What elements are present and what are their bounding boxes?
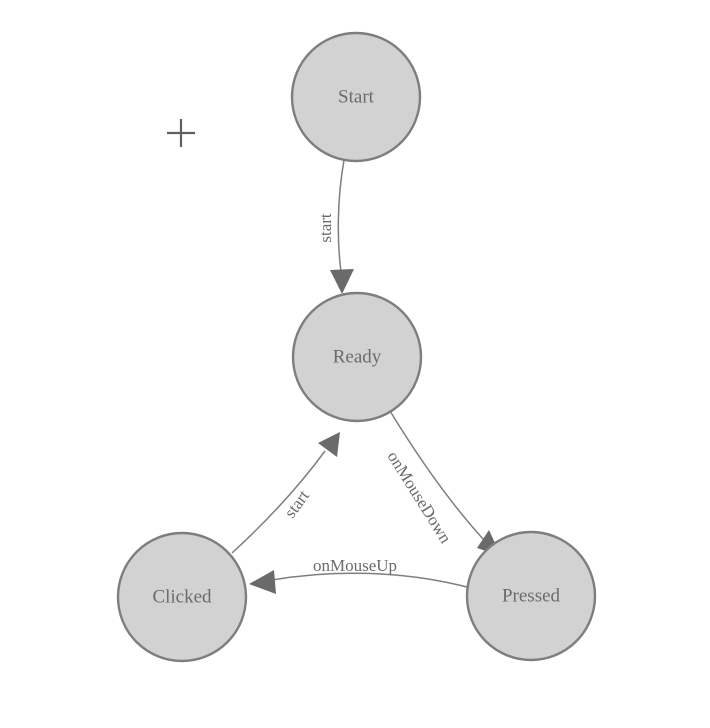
edge-label-clicked-to-ready: start (280, 486, 313, 521)
node-pressed-label: Pressed (502, 585, 561, 606)
edge-pressed-to-clicked[interactable]: onMouseUp (249, 556, 468, 594)
node-clicked[interactable]: Clicked (116, 531, 248, 663)
node-clicked-circle[interactable] (116, 531, 248, 663)
node-start[interactable]: Start (290, 31, 422, 163)
edge-pressed-to-clicked-path (271, 572, 468, 588)
edge-clicked-to-ready-arrowhead (318, 432, 340, 457)
node-ready-label: Ready (333, 346, 382, 367)
edge-clicked-to-ready[interactable]: start (231, 432, 340, 554)
node-ready[interactable]: Ready (291, 291, 423, 423)
edge-start-to-ready-arrowhead (330, 269, 354, 294)
node-clicked-label: Clicked (152, 586, 212, 607)
node-pressed-circle[interactable] (465, 530, 597, 662)
crosshair-icon (167, 119, 195, 147)
node-ready-circle[interactable] (291, 291, 423, 423)
edge-start-to-ready-path (337, 159, 345, 273)
edge-label-pressed-to-clicked: onMouseUp (313, 556, 397, 575)
edge-pressed-to-clicked-arrowhead (249, 570, 276, 594)
node-start-label: Start (338, 86, 375, 107)
edge-label-ready-to-pressed: onMouseDown (384, 448, 456, 547)
edge-start-to-ready[interactable]: start (316, 159, 354, 294)
edge-clicked-to-ready-path (231, 450, 326, 554)
node-pressed[interactable]: Pressed (465, 530, 597, 662)
edge-ready-to-pressed[interactable]: onMouseDown (384, 410, 501, 556)
edge-label-start-to-ready: start (316, 213, 335, 243)
edge-ready-to-pressed-path (389, 410, 485, 541)
node-start-circle[interactable] (290, 31, 422, 163)
